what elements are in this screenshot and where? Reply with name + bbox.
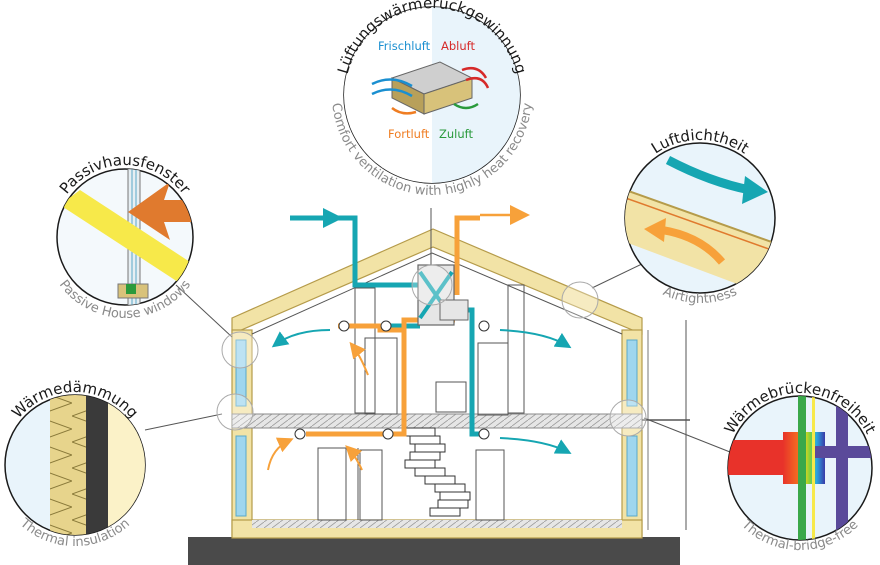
thermal-gradient-icon (728, 396, 872, 540)
thermal-bridge-callout: Wärmebrückenfreiheit Thermal-bridge-free (721, 379, 880, 554)
leader-lines (144, 261, 731, 453)
windows-callout: Passivhausfenster Passive House windows (56, 151, 195, 322)
ventilation-ducts (267, 205, 572, 471)
heat-recovery-callout: Frischluft Abluft Fortluft Zuluft Lüftun… (328, 0, 535, 199)
ground-slab (188, 537, 680, 565)
svg-text:Airtightness: Airtightness (661, 284, 740, 307)
house-envelope (231, 208, 690, 539)
label-outgoing-air: Fortluft (388, 127, 430, 141)
insulation-callout: Wärmedämmung Thermal insulation (4, 378, 146, 550)
label-supply-air: Zuluft (439, 127, 473, 141)
airtightness-subtitle: Airtightness (661, 284, 740, 307)
airtightness-callout: Luftdichtheit Airtightness (624, 126, 776, 307)
label-fresh-air: Frischluft (378, 39, 431, 53)
label-exhaust-air: Abluft (441, 39, 475, 53)
heat-exchanger-icon (371, 61, 490, 115)
window-section-icon (60, 169, 193, 305)
staircase (404, 427, 471, 517)
airtight-layer-icon (625, 156, 775, 293)
